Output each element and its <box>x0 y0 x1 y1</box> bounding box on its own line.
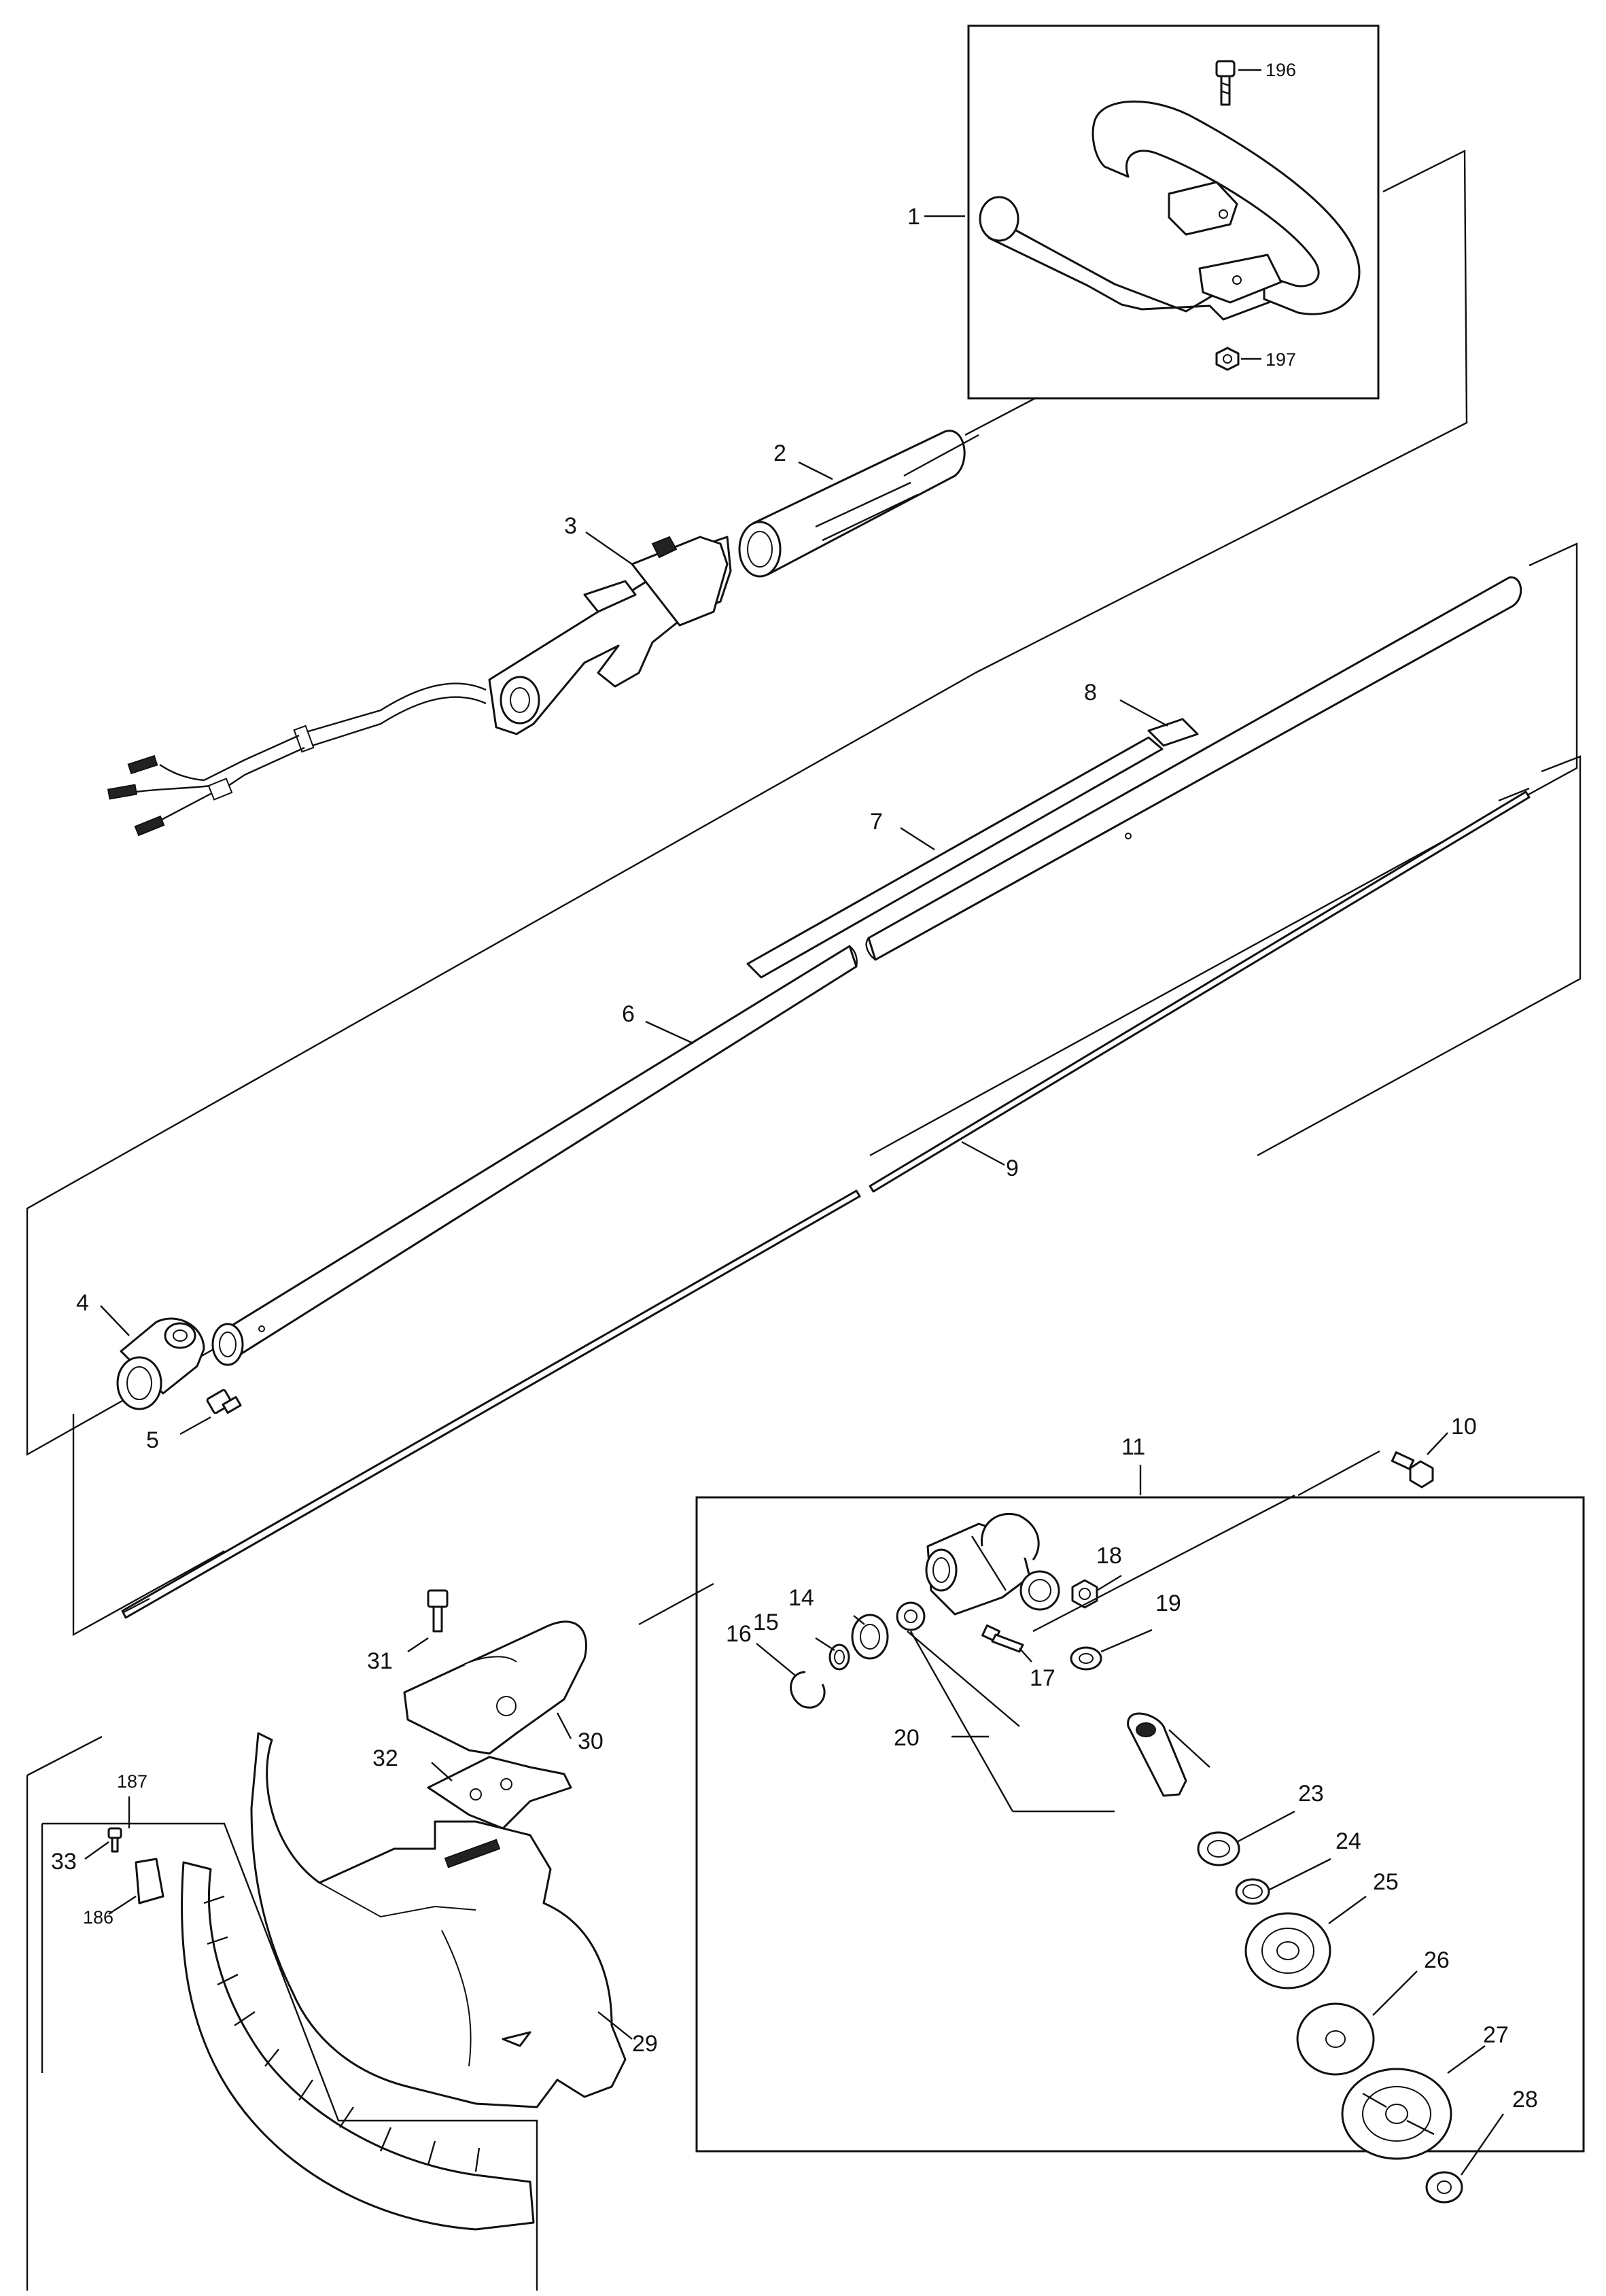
bolt-part-10 <box>1391 1451 1434 1489</box>
callout-9: 9 <box>1006 1155 1019 1181</box>
gear-housing-part-11 <box>925 1512 1060 1616</box>
guard-cover-part-30 <box>403 1620 587 1755</box>
handle-assembly-frame <box>967 24 1380 400</box>
callout-196: 196 <box>1265 60 1296 80</box>
gear-head-frame <box>695 1496 1585 2153</box>
shaft-band-right <box>869 542 1578 1157</box>
callout-19: 19 <box>1155 1590 1181 1616</box>
callout-3: 3 <box>564 513 577 539</box>
shaft-band-left <box>72 1414 225 1637</box>
screw-part-33 <box>107 1827 122 1853</box>
callout-16: 16 <box>726 1621 752 1647</box>
circlip-part-16 <box>790 1671 826 1709</box>
callout-30: 30 <box>578 1728 604 1754</box>
bolt-part-5 <box>206 1389 242 1414</box>
callout-28: 28 <box>1512 2087 1538 2112</box>
callout-10: 10 <box>1451 1414 1477 1440</box>
control-handle-part-3 <box>107 536 732 837</box>
label-part-7 <box>746 736 1164 979</box>
callout-17: 17 <box>1030 1665 1055 1691</box>
callout-1: 1 <box>907 204 920 230</box>
leader-lines <box>84 69 1504 2176</box>
callout-187: 187 <box>117 1771 147 1792</box>
shaft-tube-part-6 <box>211 576 1522 1366</box>
callout-numbers: 1 196 197 2 3 8 7 6 9 4 5 10 11 18 19 17… <box>51 60 1538 2112</box>
callout-15: 15 <box>753 1610 779 1635</box>
callout-2: 2 <box>773 440 786 466</box>
bolt-part-31 <box>427 1589 449 1633</box>
callout-29: 29 <box>632 2031 658 2057</box>
ring-part-15 <box>828 1643 850 1671</box>
callout-6: 6 <box>622 1001 635 1027</box>
nut-197 <box>1215 347 1240 371</box>
callout-197: 197 <box>1265 349 1296 370</box>
callout-26: 26 <box>1424 1947 1450 1973</box>
drive-band-right <box>1257 755 1582 1157</box>
receiver-washer-part-25 <box>1244 1912 1331 1989</box>
washer-part-19 <box>1070 1646 1102 1671</box>
callout-32: 32 <box>372 1745 398 1771</box>
callout-11: 11 <box>1121 1434 1145 1460</box>
callout-31: 31 <box>367 1648 393 1674</box>
guard-part-29 <box>250 1732 627 2108</box>
circlip-part-24 <box>1235 1878 1270 1905</box>
callout-4: 4 <box>76 1290 89 1316</box>
bracket-part-32 <box>427 1756 572 1830</box>
nut-part-18 <box>1071 1579 1098 1609</box>
callout-24: 24 <box>1336 1828 1361 1854</box>
callout-33: 33 <box>51 1849 77 1875</box>
nut-part-28 <box>1425 2171 1463 2204</box>
callout-186: 186 <box>83 1907 114 1928</box>
grip-part-2 <box>738 430 966 578</box>
callout-23: 23 <box>1298 1781 1324 1807</box>
band-upper-outline <box>975 150 1468 674</box>
callout-25: 25 <box>1373 1869 1399 1895</box>
clamp-washer-part-26 <box>1296 2002 1375 2076</box>
guard-subframe <box>42 1822 538 2291</box>
cup-part-27 <box>1341 2068 1452 2160</box>
guard-outer-top <box>27 1735 103 1777</box>
label-part-8 <box>1147 718 1199 747</box>
callout-14: 14 <box>788 1585 814 1611</box>
guard-extension-part-187 <box>181 1861 535 2231</box>
callout-8: 8 <box>1084 680 1097 706</box>
loop-handle-part-1 <box>979 100 1361 321</box>
bearing-part-14 <box>851 1614 889 1660</box>
callout-27: 27 <box>1483 2022 1509 2048</box>
drive-shaft-part-9 <box>121 787 1531 1619</box>
clamp-part-4 <box>116 1317 205 1410</box>
callout-20: 20 <box>894 1725 920 1751</box>
bolt-part-17 <box>981 1624 1024 1653</box>
cutter-part-186 <box>135 1858 164 1904</box>
group-outlines <box>26 24 1585 2291</box>
seal-part-23 <box>1197 1831 1240 1866</box>
pinion-part-20 <box>896 1601 1187 1797</box>
callout-5: 5 <box>146 1427 159 1453</box>
screw-196 <box>1215 60 1236 106</box>
callout-18: 18 <box>1096 1543 1122 1569</box>
callout-7: 7 <box>870 809 883 835</box>
